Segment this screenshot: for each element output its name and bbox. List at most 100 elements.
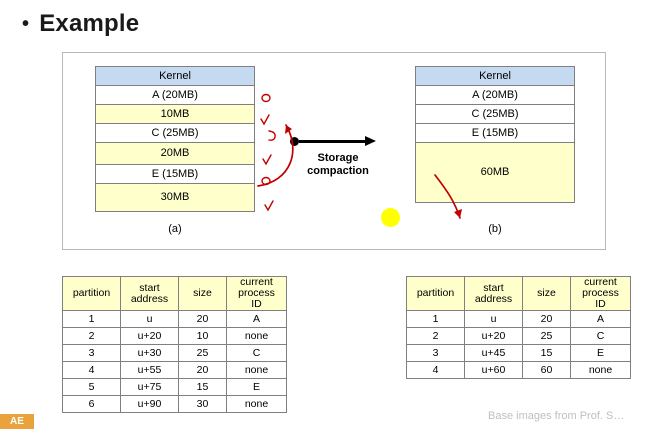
table-row: 5 u+75 15 E	[62, 378, 287, 397]
header-partition: partition	[406, 275, 465, 312]
cell-partition: 1	[406, 310, 465, 329]
table-row: 6 u+90 30 none	[62, 395, 287, 414]
cell-start-address: u+20	[464, 327, 523, 346]
memory-block-hole-10mb: 10MB	[96, 105, 254, 124]
header-proc-line3: ID	[251, 298, 262, 311]
cell-size: 25	[522, 327, 571, 346]
cell-size: 20	[522, 310, 571, 329]
table-row: 4 u+55 20 none	[62, 361, 287, 380]
memory-block-e-after: E (15MB)	[416, 124, 574, 143]
table-row: 1 u 20 A	[62, 310, 287, 329]
cell-size: 15	[522, 344, 571, 363]
cell-process-id: none	[226, 361, 287, 380]
header-size: size	[178, 275, 227, 312]
header-partition: partition	[62, 275, 121, 312]
cell-start-address: u+30	[120, 344, 179, 363]
compaction-label-line2: compaction	[307, 164, 369, 177]
annotation-arrow-head-2	[454, 209, 462, 218]
memory-block-a-after: A (20MB)	[416, 86, 574, 105]
annotation-check-1	[260, 114, 270, 126]
cell-size: 15	[178, 378, 227, 397]
memory-map-after: Kernel A (20MB) C (25MB) E (15MB) 60MB	[415, 66, 575, 203]
memory-block-hole-30mb: 30MB	[96, 184, 254, 212]
cell-process-id: none	[570, 361, 631, 380]
memory-block-hole-20mb: 20MB	[96, 143, 254, 165]
cell-size: 10	[178, 327, 227, 346]
header-proc-line1: current	[584, 276, 617, 288]
header-proc-line2: process	[238, 287, 275, 300]
footer-credit: Base images from Prof. S…	[488, 410, 625, 422]
cell-partition: 4	[406, 361, 465, 380]
header-proc-line1: current	[240, 276, 273, 288]
memory-block-c-after: C (25MB)	[416, 105, 574, 124]
cell-start-address: u+45	[464, 344, 523, 363]
table-row: 3 u+30 25 C	[62, 344, 287, 363]
cell-process-id: C	[570, 327, 631, 346]
arrow-right-icon	[268, 136, 408, 148]
cell-partition: 3	[62, 344, 121, 363]
header-partition-line1: partition	[72, 287, 111, 300]
cell-size: 25	[178, 344, 227, 363]
annotation-circle-2	[261, 176, 271, 186]
cell-partition: 2	[406, 327, 465, 346]
header-start-address-line2: address	[130, 292, 169, 305]
table-row: 3 u+45 15 E	[406, 344, 631, 363]
cell-process-id: E	[570, 344, 631, 363]
cell-partition: 3	[406, 344, 465, 363]
annotation-circle-1	[261, 93, 271, 103]
page-title: • Example	[22, 10, 139, 38]
cell-process-id: C	[226, 344, 287, 363]
cell-start-address: u+60	[464, 361, 523, 380]
header-partition-line1: partition	[416, 287, 455, 300]
cell-process-id: none	[226, 395, 287, 414]
table-row: 4 u+60 60 none	[406, 361, 631, 380]
header-start-address-line2: address	[474, 292, 513, 305]
footer-logo: AE	[0, 414, 34, 429]
cell-partition: 2	[62, 327, 121, 346]
annotation-check-3	[264, 200, 274, 212]
cell-process-id: A	[226, 310, 287, 329]
memory-block-a: A (20MB)	[96, 86, 254, 105]
highlight-dot	[381, 208, 400, 227]
compaction-label: Storage compaction	[268, 152, 408, 177]
caption-a: (a)	[168, 223, 182, 235]
cell-partition: 6	[62, 395, 121, 414]
bullet-icon: •	[22, 13, 30, 36]
memory-block-e: E (15MB)	[96, 165, 254, 184]
memory-block-kernel-after: Kernel	[416, 67, 574, 86]
header-start-address-line1: start	[483, 281, 504, 294]
cell-start-address: u+90	[120, 395, 179, 414]
annotation-arrow-head-1	[285, 125, 292, 134]
cell-partition: 1	[62, 310, 121, 329]
header-proc-line3: ID	[595, 298, 606, 311]
header-size: size	[522, 275, 571, 312]
cell-size: 20	[178, 310, 227, 329]
cell-process-id: A	[570, 310, 631, 329]
cell-process-id: none	[226, 327, 287, 346]
cell-size: 30	[178, 395, 227, 414]
page-title-text: Example	[39, 10, 140, 37]
diagram-frame: Kernel A (20MB) 10MB C (25MB) 20MB E (15…	[62, 52, 606, 250]
cell-start-address: u	[120, 310, 179, 329]
memory-map-before: Kernel A (20MB) 10MB C (25MB) 20MB E (15…	[95, 66, 255, 212]
table-row: 2 u+20 25 C	[406, 327, 631, 346]
cell-process-id: E	[226, 378, 287, 397]
header-size-line1: size	[537, 287, 556, 300]
memory-block-kernel: Kernel	[96, 67, 254, 86]
header-proc-line2: process	[582, 287, 619, 300]
memory-block-c: C (25MB)	[96, 124, 254, 143]
cell-start-address: u+55	[120, 361, 179, 380]
cell-size: 20	[178, 361, 227, 380]
caption-b: (b)	[488, 223, 502, 235]
cell-start-address: u	[464, 310, 523, 329]
memory-block-hole-60mb: 60MB	[416, 143, 574, 203]
cell-partition: 5	[62, 378, 121, 397]
